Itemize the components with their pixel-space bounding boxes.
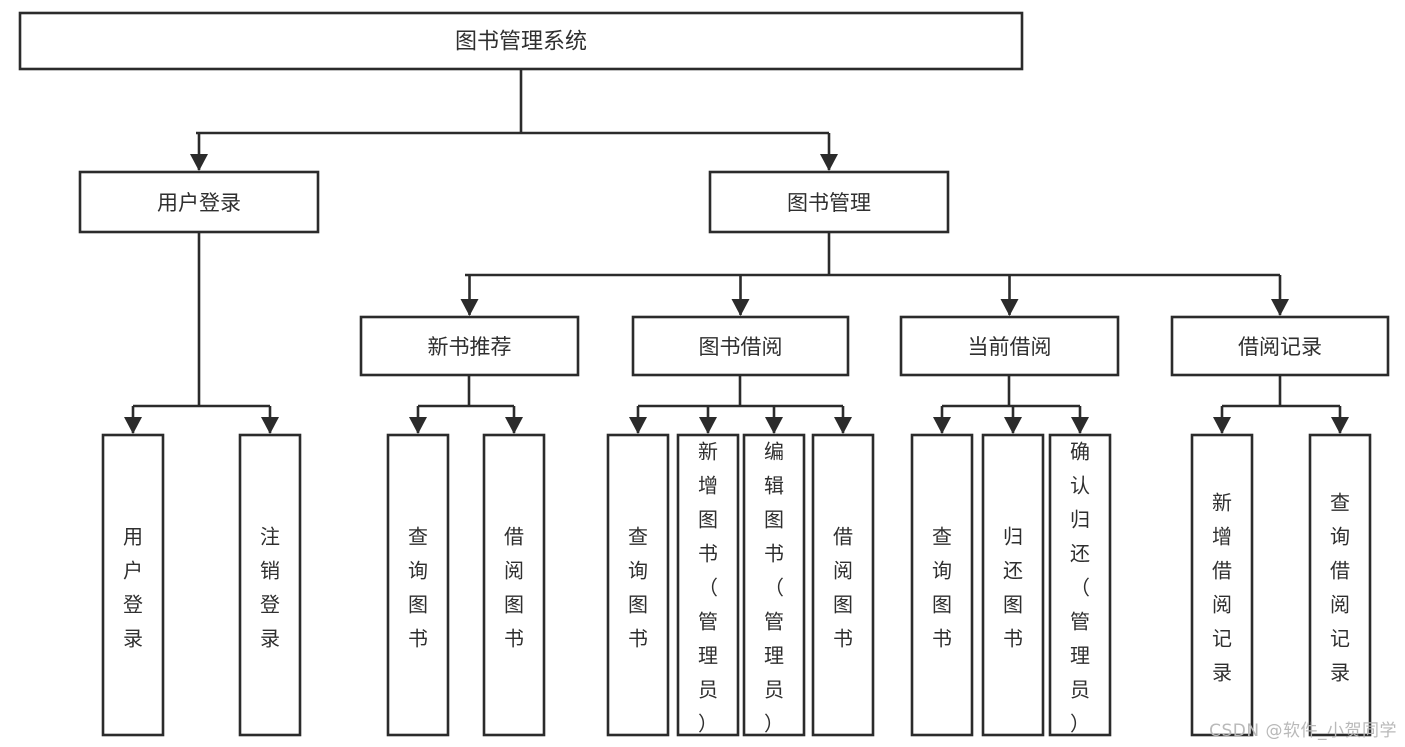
node-user-login-box[interactable] <box>78 170 320 234</box>
node-leaf-query-borrow-record-label: 查询借阅记录 <box>1330 491 1350 685</box>
arrow-head-icon <box>834 417 852 434</box>
node-book-management-label: 图书管理 <box>787 191 871 215</box>
arrow-head-icon <box>1213 417 1231 434</box>
node-current-borrow-box[interactable] <box>899 315 1120 377</box>
node-leaf-query-book-borrow-label: 查询图书 <box>628 525 648 651</box>
node-leaf-query-book-current[interactable]: 查询图书 <box>910 433 974 737</box>
node-leaf-query-book-borrow-box[interactable] <box>606 433 670 737</box>
root-node-box[interactable] <box>18 11 1024 71</box>
arrow-head-icon <box>820 154 838 171</box>
node-new-book-recommend[interactable]: 新书推荐 <box>359 315 580 377</box>
node-book-management-box[interactable] <box>708 170 950 234</box>
node-leaf-query-book-recommend[interactable]: 查询图书 <box>386 433 450 737</box>
arrow-head-icon <box>933 417 951 434</box>
node-leaf-query-borrow-record[interactable]: 查询借阅记录 <box>1308 433 1372 737</box>
arrow-head-icon <box>629 417 647 434</box>
node-leaf-confirm-return-admin-box[interactable] <box>1048 433 1112 737</box>
node-new-book-recommend-box[interactable] <box>359 315 580 377</box>
node-leaf-confirm-return-admin-label: 确认归还（管理员） <box>1070 440 1090 736</box>
node-leaf-borrow-book-label: 借阅图书 <box>833 525 853 651</box>
arrow-head-icon <box>190 154 208 171</box>
node-leaf-return-book[interactable]: 归还图书 <box>981 433 1045 737</box>
root-node-label: 图书管理系统 <box>455 30 587 55</box>
arrow-head-icon <box>460 299 479 316</box>
node-leaf-logout-login[interactable]: 注销登录 <box>238 433 302 737</box>
arrow-head-icon <box>1271 299 1289 316</box>
node-leaf-add-borrow-record-box[interactable] <box>1190 433 1254 737</box>
node-leaf-logout-login-label: 注销登录 <box>260 525 280 651</box>
node-leaf-add-borrow-record-label: 新增借阅记录 <box>1212 491 1232 685</box>
node-leaf-query-book-current-box[interactable] <box>910 433 974 737</box>
node-leaf-add-book-admin-label: 新增图书（管理员） <box>698 440 718 736</box>
node-leaf-return-book-label: 归还图书 <box>1003 525 1023 651</box>
node-layer: 图书管理系统用户登录图书管理新书推荐图书借阅当前借阅借阅记录用户登录注销登录查询… <box>18 11 1390 737</box>
node-user-login-label: 用户登录 <box>157 191 241 215</box>
node-leaf-user-login[interactable]: 用户登录 <box>101 433 165 737</box>
arrow-head-icon <box>261 417 279 434</box>
node-leaf-query-book-current-label: 查询图书 <box>932 525 952 651</box>
node-book-management[interactable]: 图书管理 <box>708 170 950 234</box>
node-leaf-edit-book-admin[interactable]: 编辑图书（管理员） <box>742 433 806 737</box>
node-borrow-record-box[interactable] <box>1170 315 1390 377</box>
node-leaf-add-book-admin-box[interactable] <box>676 433 740 737</box>
arrow-head-icon <box>1000 299 1019 316</box>
arrow-head-icon <box>124 417 142 434</box>
node-user-login[interactable]: 用户登录 <box>78 170 320 234</box>
arrow-head-icon <box>409 417 427 434</box>
arrow-head-icon <box>699 417 717 434</box>
node-leaf-add-borrow-record[interactable]: 新增借阅记录 <box>1190 433 1254 737</box>
arrow-head-icon <box>1071 417 1089 434</box>
node-leaf-borrow-book-recommend[interactable]: 借阅图书 <box>482 433 546 737</box>
node-leaf-query-borrow-record-box[interactable] <box>1308 433 1372 737</box>
node-current-borrow[interactable]: 当前借阅 <box>899 315 1120 377</box>
node-leaf-borrow-book-recommend-box[interactable] <box>482 433 546 737</box>
node-leaf-return-book-box[interactable] <box>981 433 1045 737</box>
node-leaf-logout-login-box[interactable] <box>238 433 302 737</box>
node-borrow-record[interactable]: 借阅记录 <box>1170 315 1390 377</box>
node-leaf-user-login-box[interactable] <box>101 433 165 737</box>
arrow-head-icon <box>765 417 783 434</box>
node-book-borrow-label: 图书借阅 <box>699 335 783 359</box>
node-leaf-user-login-label: 用户登录 <box>123 525 143 651</box>
node-leaf-borrow-book[interactable]: 借阅图书 <box>811 433 875 737</box>
arrow-head-icon <box>1331 417 1349 434</box>
node-leaf-edit-book-admin-box[interactable] <box>742 433 806 737</box>
node-leaf-query-book-borrow[interactable]: 查询图书 <box>606 433 670 737</box>
node-new-book-recommend-label: 新书推荐 <box>428 335 512 359</box>
node-leaf-borrow-book-box[interactable] <box>811 433 875 737</box>
node-leaf-query-book-recommend-label: 查询图书 <box>408 525 428 651</box>
arrow-head-icon <box>505 417 523 434</box>
arrow-head-icon <box>731 299 750 316</box>
root-node[interactable]: 图书管理系统 <box>18 11 1024 71</box>
node-leaf-confirm-return-admin[interactable]: 确认归还（管理员） <box>1048 433 1112 737</box>
node-book-borrow-box[interactable] <box>631 315 850 377</box>
node-borrow-record-label: 借阅记录 <box>1238 335 1322 359</box>
node-leaf-query-book-recommend-box[interactable] <box>386 433 450 737</box>
node-current-borrow-label: 当前借阅 <box>968 335 1052 359</box>
node-leaf-borrow-book-recommend-label: 借阅图书 <box>504 525 524 651</box>
node-leaf-edit-book-admin-label: 编辑图书（管理员） <box>764 440 784 736</box>
arrow-head-icon <box>1004 417 1022 434</box>
node-book-borrow[interactable]: 图书借阅 <box>631 315 850 377</box>
node-leaf-add-book-admin[interactable]: 新增图书（管理员） <box>676 433 740 737</box>
connector-layer <box>124 69 1349 434</box>
